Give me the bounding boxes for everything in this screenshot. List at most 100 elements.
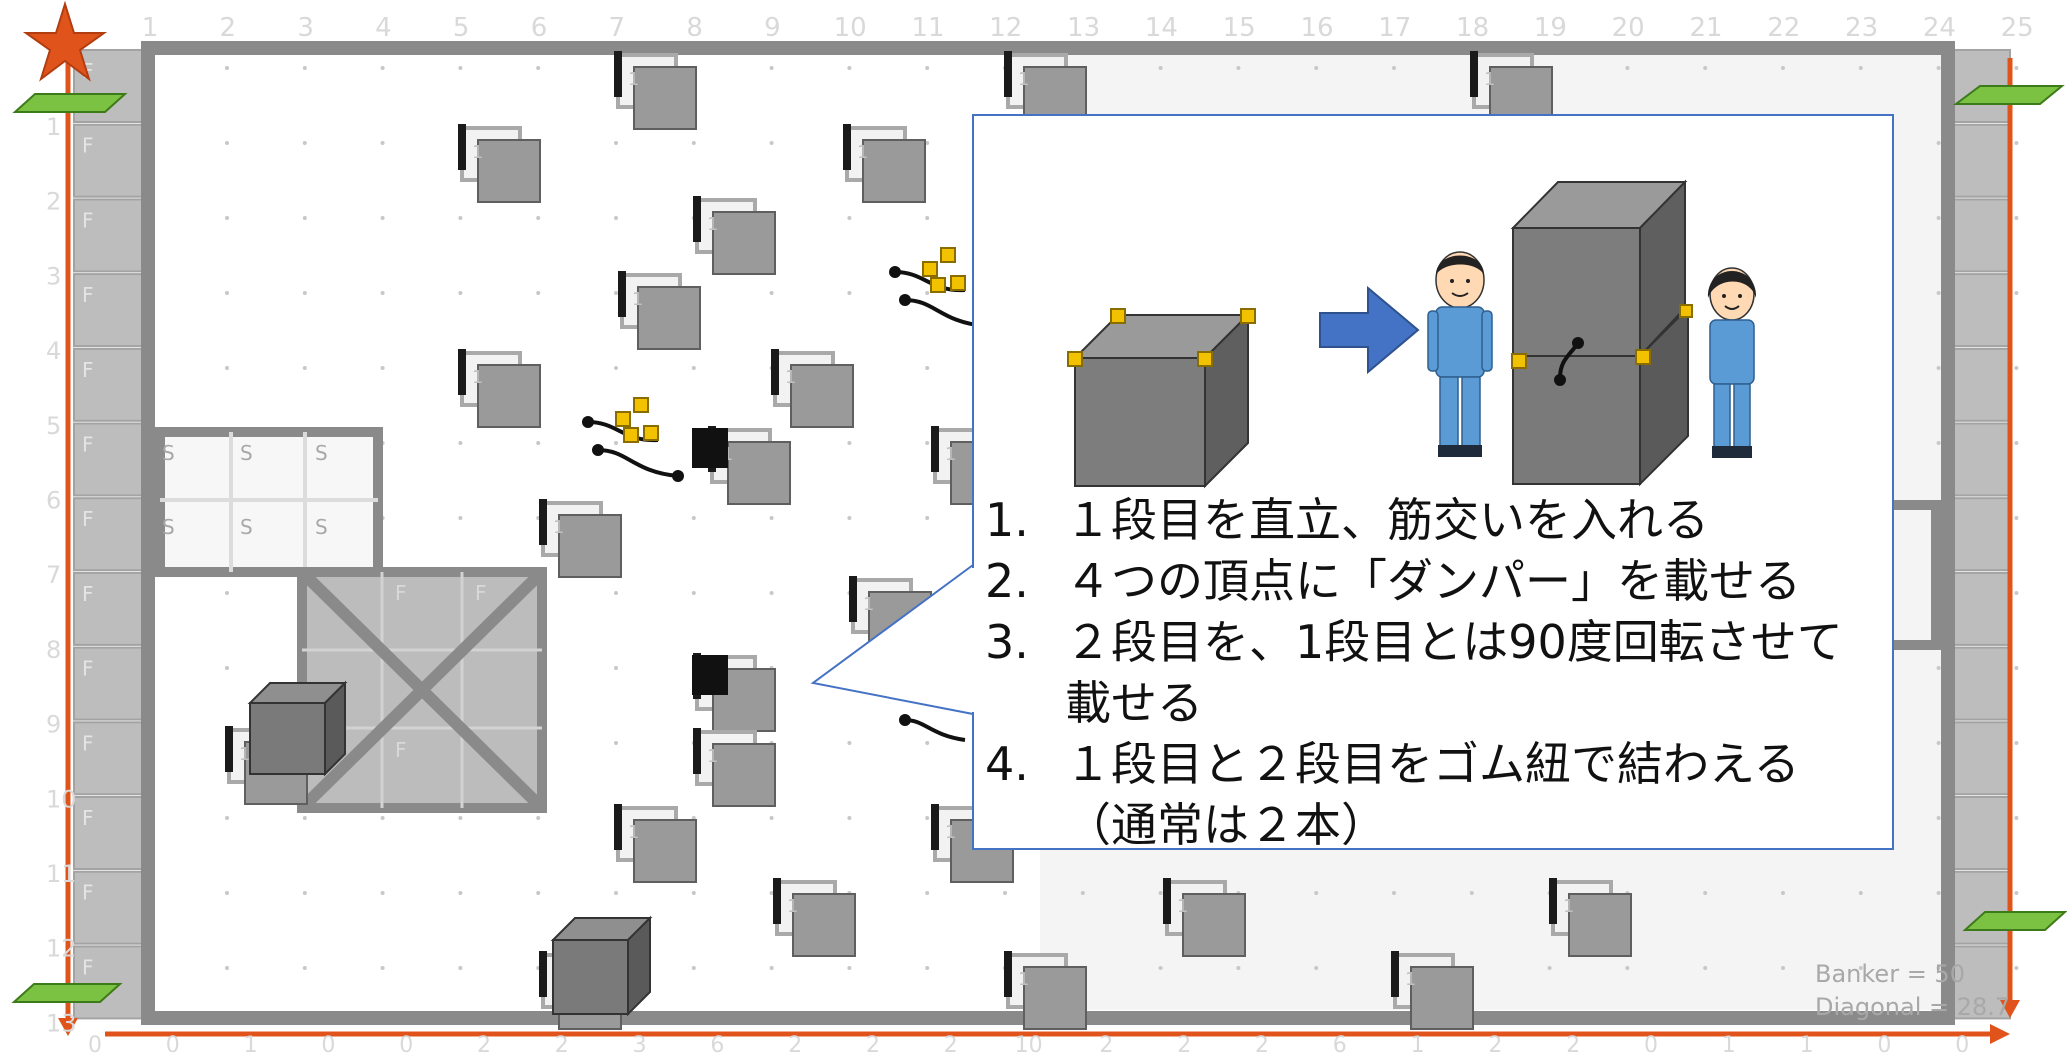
stacked-box (247, 680, 348, 777)
cell-label: F (82, 208, 94, 232)
grid-dot (2014, 591, 2019, 595)
top-axis-number: 20 (1612, 13, 1645, 43)
grid-dot (925, 66, 930, 70)
female-worker-icon (1707, 267, 1757, 458)
right-column-cell (1951, 123, 2011, 198)
banker-stat: Banker = 50 (1815, 960, 1965, 988)
cord-icon (899, 714, 966, 742)
grid-dot (302, 66, 307, 70)
step-text: ２段目を、1段目とは90度回転させて (1065, 615, 1843, 669)
grid-dot (614, 441, 618, 445)
grid-dot (614, 216, 618, 220)
damper-icon (1197, 351, 1213, 367)
left-column-cell (73, 123, 145, 198)
step-text: １段目と２段目をゴム紐で結わえる (1065, 737, 1800, 791)
grid-dot (225, 666, 229, 670)
cell-label: F (82, 731, 94, 755)
step-1: 1.１段目を直立、筋交いを入れる (985, 490, 1905, 551)
right-column-cell (1951, 198, 2011, 273)
grid-dot (769, 891, 774, 895)
bottom-axis-number: 0 (321, 1033, 335, 1056)
grid-dot (2014, 741, 2019, 745)
bottom-axis-number: 3 (633, 1033, 647, 1056)
grid-dot (769, 816, 774, 820)
right-storage-column (1951, 49, 2011, 1020)
unit-label: 1 (628, 69, 639, 90)
grid-dot (536, 816, 541, 820)
cell-label: F (82, 358, 94, 382)
damper-icon (1110, 308, 1126, 324)
grid-dot (614, 666, 618, 670)
step-text-continued: （通常は２本） (1065, 798, 1387, 852)
unit-label: 1 (857, 142, 868, 163)
diagonal-stat: Diagonal = 28.7 (1815, 993, 2011, 1021)
step-text-continued: 載せる (1065, 676, 1203, 730)
grid-dot (380, 966, 385, 970)
left-axis-number: 1 (46, 113, 61, 141)
bottom-axis-number: 2 (555, 1033, 569, 1056)
grid-dot (225, 141, 229, 145)
corner-marker-icon (1953, 85, 2065, 105)
storage-label: F (395, 581, 407, 605)
unit-label: 1 (1563, 896, 1574, 917)
grid-dot (847, 66, 852, 70)
top-axis-number: 23 (1845, 13, 1878, 43)
left-axis-number: 3 (46, 262, 61, 290)
bottom-axis-number: 1 (1411, 1033, 1425, 1056)
bottom-axis-number: 2 (1488, 1033, 1502, 1056)
cell-label: F (82, 657, 94, 681)
grid-dot (847, 816, 852, 820)
left-axis-number: 7 (46, 561, 61, 589)
grid-dot (691, 516, 696, 520)
grid-dot (1625, 966, 1630, 970)
bottom-axis-number: 2 (944, 1033, 958, 1056)
grid-dot (925, 816, 930, 820)
grid-dot (225, 216, 229, 220)
cell-label: F (82, 433, 94, 457)
top-axis-number: 5 (453, 13, 470, 43)
left-column-cell (73, 721, 145, 796)
grid-dot (380, 66, 385, 70)
right-column-cell (1951, 571, 2011, 646)
step-number: 2. (985, 554, 1029, 608)
grid-dot (2014, 441, 2019, 445)
left-column-cell (73, 870, 145, 945)
left-column-cell (73, 422, 145, 497)
grid-dot (536, 441, 541, 445)
grid-dot (2014, 891, 2019, 895)
grid-dot (769, 291, 774, 295)
grid-dot (380, 891, 385, 895)
left-axis-number: 11 (46, 860, 77, 888)
grid-dot (614, 366, 618, 370)
origin-star-icon (22, 0, 108, 82)
damper-icon (1635, 349, 1651, 365)
damper-icon (1240, 308, 1256, 324)
storage-label: F (395, 738, 407, 762)
left-axis-number: 6 (46, 487, 61, 515)
unit-label: 1 (785, 367, 796, 388)
grid-dot (614, 741, 618, 745)
grid-dot (614, 591, 618, 595)
bottom-axis-number: 1 (1722, 1033, 1736, 1056)
grid-dot (614, 141, 618, 145)
grid-dot (769, 141, 774, 145)
grid-dot (225, 816, 229, 820)
first-tier-box (1067, 308, 1256, 489)
grid-dot (1392, 891, 1396, 895)
grid-dot (614, 291, 618, 295)
grid-dot (380, 816, 385, 820)
right-column-cell (1951, 273, 2011, 348)
left-axis-number: 8 (46, 636, 61, 664)
cell-label: F (82, 582, 94, 606)
grid-dot (1003, 891, 1007, 895)
grid-dot (1858, 66, 1863, 70)
unit-label: 1 (863, 594, 874, 615)
left-axis-number: 2 (46, 188, 61, 216)
male-worker-icon (1427, 251, 1493, 457)
storage-label: S (162, 515, 175, 539)
grid-dot (769, 66, 774, 70)
bottom-axis-number: 2 (477, 1033, 491, 1056)
grid-dot (536, 291, 541, 295)
